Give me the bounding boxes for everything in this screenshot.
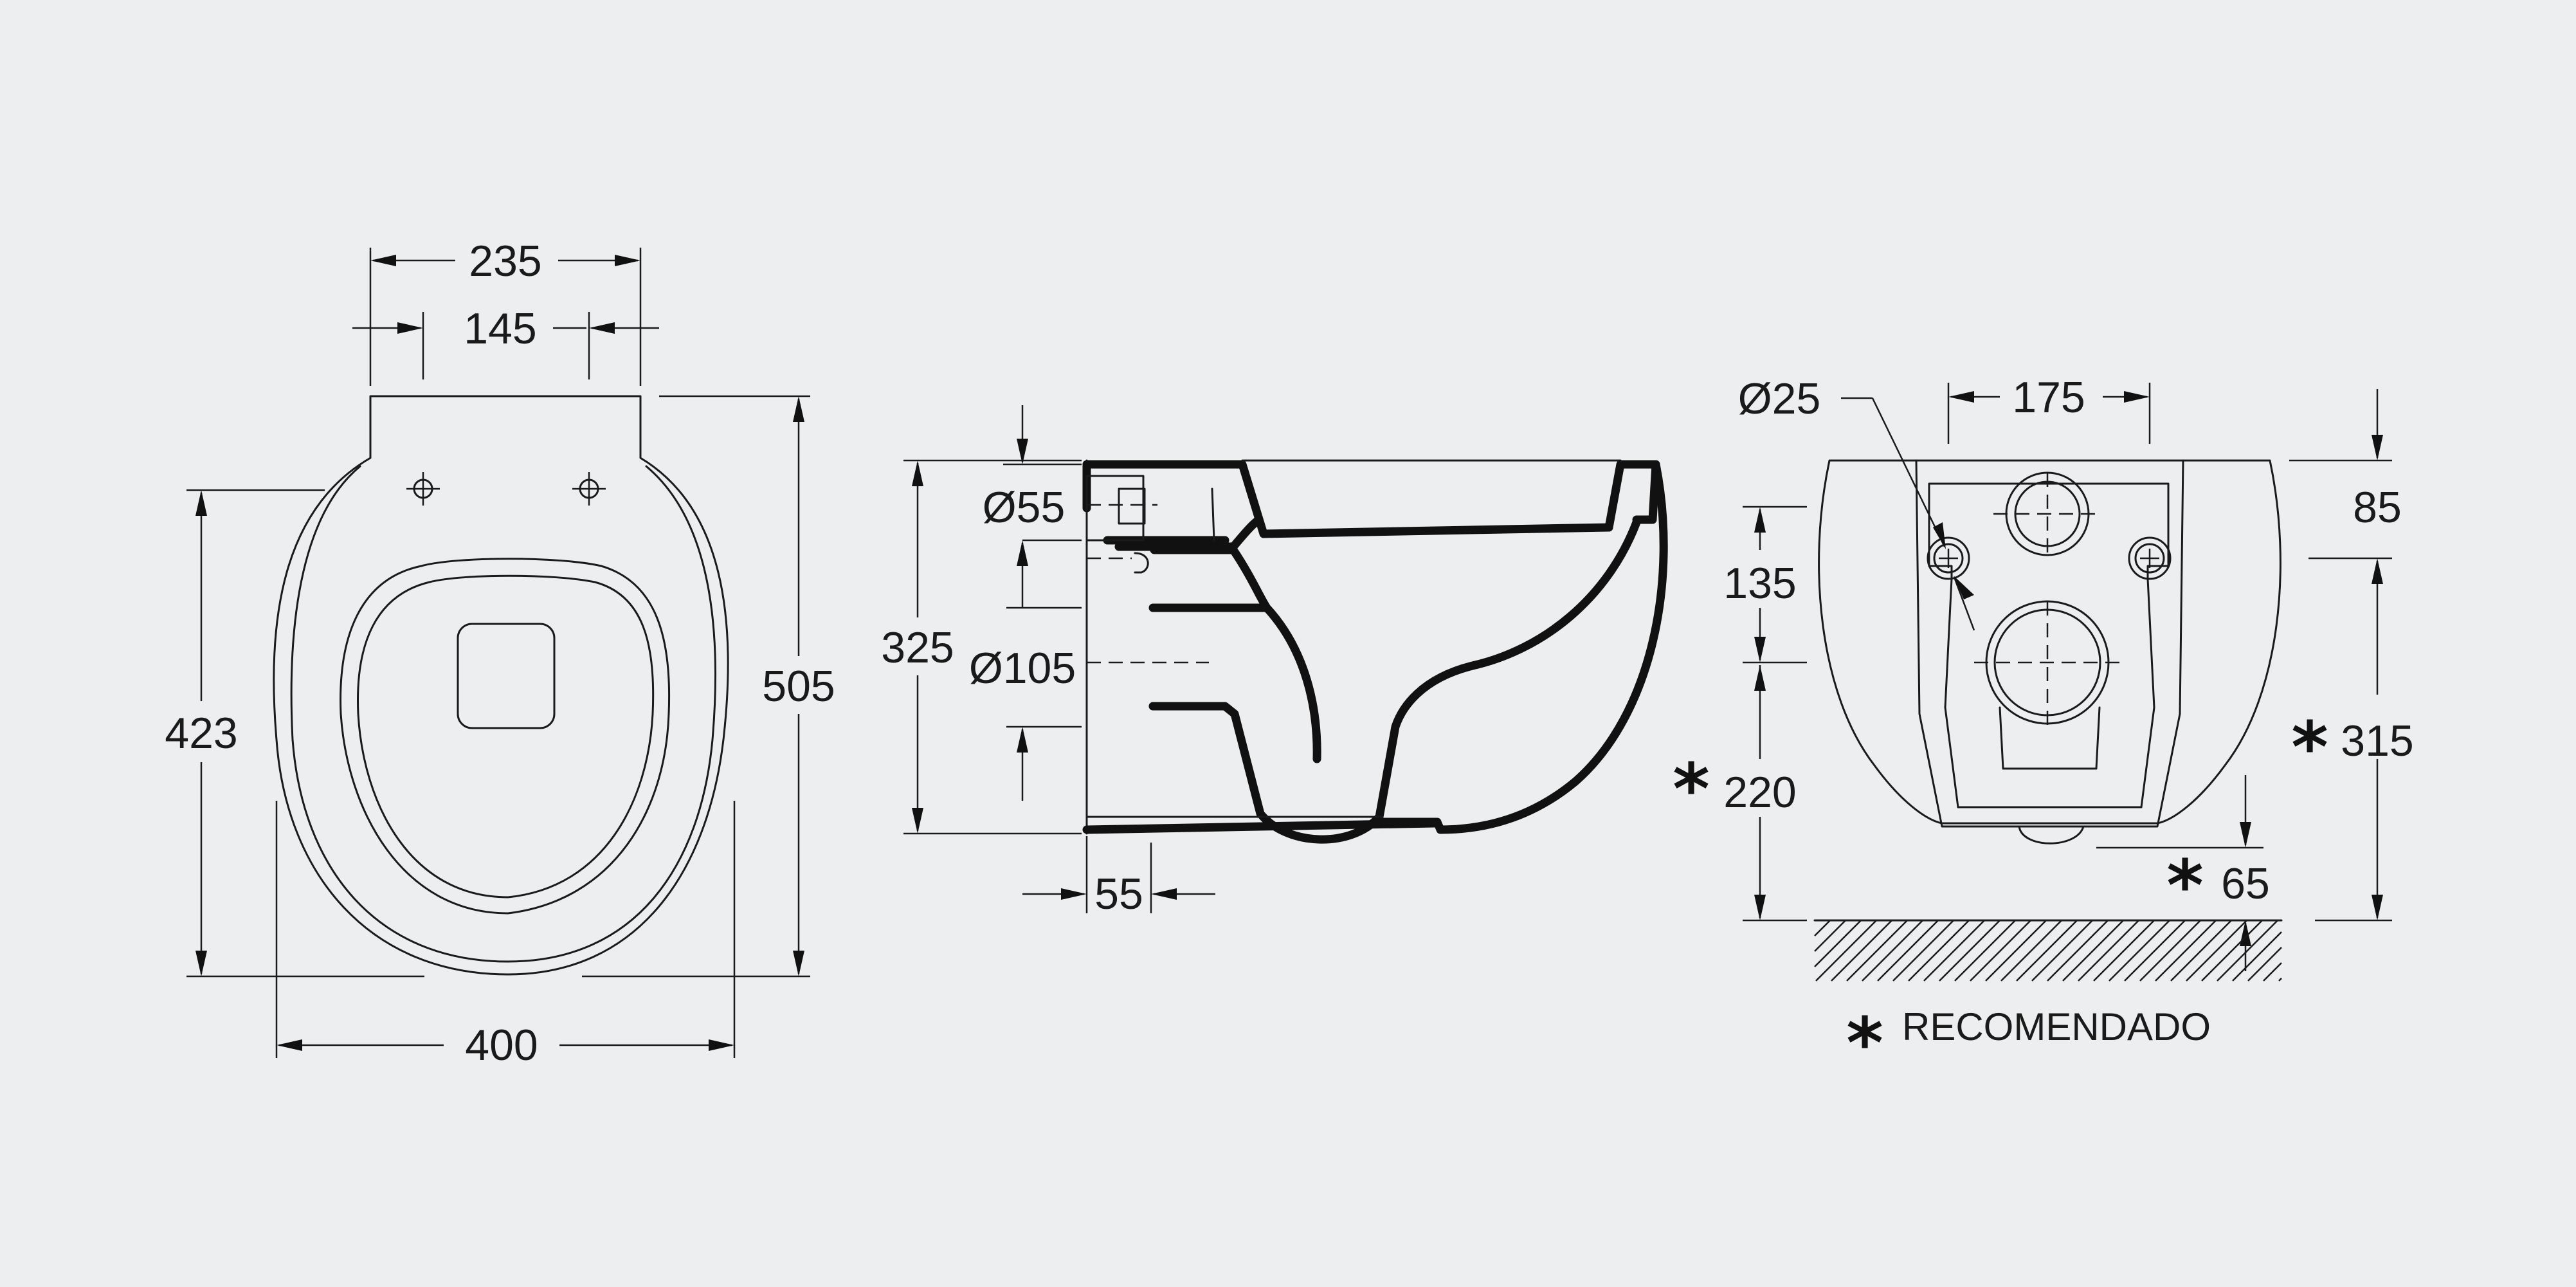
dim-bolt-diameter-label: Ø25 xyxy=(1738,374,1821,423)
dim-bolt-spacing: 175 xyxy=(1947,373,2151,444)
trap-siphon xyxy=(1148,545,1321,763)
hatch-line xyxy=(2247,947,2282,981)
dim-length: 505 xyxy=(582,395,835,978)
hatch-line xyxy=(2170,920,2232,981)
hatch-line xyxy=(1908,920,1970,981)
hatch-line xyxy=(2062,920,2124,981)
hatch-line xyxy=(2000,920,2062,981)
dim-bowl-length-label: 423 xyxy=(165,709,237,758)
hatch-line xyxy=(2263,962,2282,981)
side-view: 325 Ø55 Ø105 55 xyxy=(881,405,1668,918)
hatch-line xyxy=(2201,920,2263,981)
dim-outlet-to-floor: * 220 xyxy=(1673,665,1807,922)
dim-top-to-inlet: 85 xyxy=(2289,389,2402,695)
dim-length-label: 505 xyxy=(762,662,835,711)
hatch-line xyxy=(1923,920,1985,981)
hatch-line xyxy=(1814,920,1831,936)
back-mounting-plate xyxy=(1915,459,2184,828)
dim-outlet-offset-label: 55 xyxy=(1094,870,1143,918)
water-inlet xyxy=(1993,471,2103,560)
hatch-line xyxy=(1846,920,1908,981)
dim-hole-spacing: 145 xyxy=(352,304,659,379)
dim-total-width: 400 xyxy=(275,801,736,1070)
flush-outlet xyxy=(457,623,556,729)
legend-label: RECOMENDADO xyxy=(1902,1005,2211,1048)
seat-opening-inner xyxy=(357,574,655,899)
dim-outlet-diameter-label: Ø105 xyxy=(969,644,1076,693)
dim-inlet-diameter: Ø55 xyxy=(983,405,1082,608)
top-view: 235 145 505 xyxy=(165,237,835,1070)
bolt-hole-right xyxy=(2128,536,2172,580)
recommended-star-315: * xyxy=(2291,706,2328,789)
top-view-outline xyxy=(273,395,729,976)
hatch-line xyxy=(1985,920,2047,981)
dim-bottom-to-floor: * 65 xyxy=(2096,775,2270,971)
hatch-line xyxy=(2139,920,2201,981)
waste-outlet xyxy=(1974,600,2122,727)
dim-bottom-to-floor-label: 65 xyxy=(2221,859,2270,908)
inlet-pipe xyxy=(1082,462,1262,551)
recommended-star-220: * xyxy=(1673,748,1710,830)
hatch-line xyxy=(2031,920,2093,981)
hatch-line xyxy=(1814,920,1846,952)
bowl-front-rim xyxy=(1604,460,1660,532)
hatch-line xyxy=(1954,920,2016,981)
fixing-hole-left xyxy=(406,472,440,506)
floor-hatch xyxy=(1813,919,2283,981)
dim-inlet-to-outlet-label: 135 xyxy=(1723,559,1796,608)
dim-top-width: 235 xyxy=(369,237,642,386)
top-view-inner-rim xyxy=(290,465,717,963)
hatch-line xyxy=(2217,920,2278,981)
dim-total-width-label: 400 xyxy=(465,1021,538,1070)
dim-inlet-diameter-label: Ø55 xyxy=(983,483,1066,532)
dim-inlet-to-outlet: 135 xyxy=(1723,506,1807,664)
bowl-outer-shell xyxy=(1372,460,1668,834)
legend-star: * xyxy=(1846,1002,1883,1084)
dim-bolt-spacing-label: 175 xyxy=(2012,373,2085,422)
hatch-line xyxy=(1892,920,1954,981)
hatch-line xyxy=(2078,920,2139,981)
dim-outlet-offset: 55 xyxy=(1022,836,1215,918)
hatch-line xyxy=(1970,920,2031,981)
dim-hole-spacing-label: 145 xyxy=(464,304,536,353)
dim-outlet-diameter: Ø105 xyxy=(969,607,1082,801)
bowl-top-rim xyxy=(1082,460,1613,538)
fixing-hole-right xyxy=(572,472,606,506)
hatch-line xyxy=(2109,920,2170,981)
hatch-line xyxy=(1831,920,1892,981)
hatch-line xyxy=(2124,920,2186,981)
hatch-line xyxy=(2047,920,2109,981)
hatch-line xyxy=(1862,920,1923,981)
dim-outlet-to-floor-label: 220 xyxy=(1723,768,1796,817)
back-view: Ø25 175 85 * 315 xyxy=(1673,373,2414,981)
legend-recommended: * RECOMENDADO xyxy=(1846,1002,2211,1084)
hatch-line xyxy=(1814,920,1862,967)
hatch-line xyxy=(1939,920,2000,981)
dim-height-label: 325 xyxy=(881,623,954,672)
bolt-hole-left xyxy=(1927,536,1970,580)
dim-inlet-to-floor: * 315 xyxy=(2291,706,2414,922)
dim-bolt-diameter: Ø25 xyxy=(1738,374,1975,631)
hatch-line xyxy=(1815,920,1877,981)
hatch-line xyxy=(2155,920,2217,981)
dim-top-width-label: 235 xyxy=(469,237,541,286)
recommended-star-65: * xyxy=(2166,844,2204,927)
seat-opening-outer xyxy=(340,558,671,915)
dim-top-to-inlet-label: 85 xyxy=(2353,483,2402,532)
dim-height: 325 xyxy=(881,459,1082,835)
hatch-line xyxy=(2232,931,2282,981)
hatch-line xyxy=(2093,920,2155,981)
hatch-line xyxy=(2278,978,2282,981)
hatch-line xyxy=(2186,920,2247,981)
dim-bowl-length: 423 xyxy=(165,489,424,978)
hatch-line xyxy=(1877,920,1939,981)
dim-inlet-to-floor-label: 315 xyxy=(2341,717,2413,765)
bowl-inner-surface xyxy=(1148,518,1641,844)
hatch-line xyxy=(2016,920,2078,981)
